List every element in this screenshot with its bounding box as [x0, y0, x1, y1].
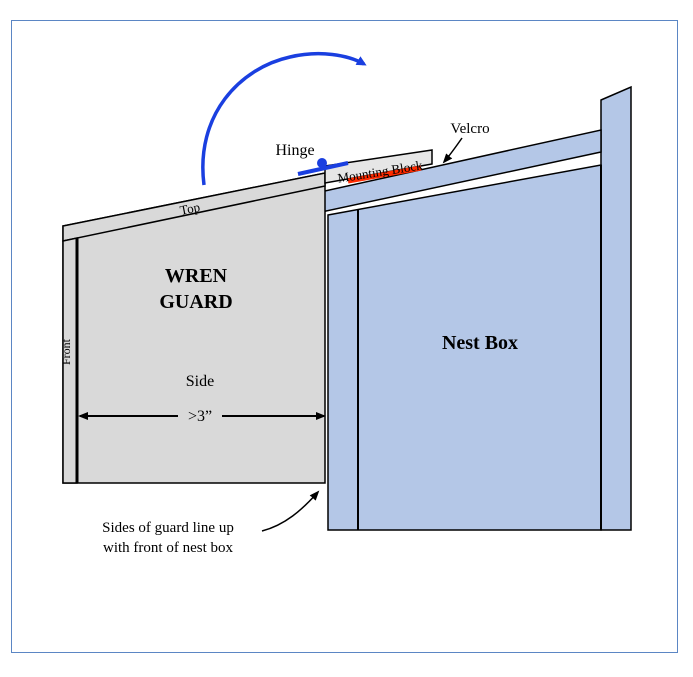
wren-label: WREN	[165, 265, 228, 287]
side-label: Side	[186, 373, 214, 390]
note-line-2: with front of nest box	[103, 540, 233, 556]
width-label: >3”	[188, 408, 212, 425]
guard-label: GUARD	[159, 291, 232, 313]
hinge-icon	[297, 158, 349, 176]
velcro-strip	[347, 165, 422, 184]
note-line-1: Sides of guard line up	[102, 520, 234, 536]
note-pointer-arrow	[261, 490, 320, 532]
hinge-label: Hinge	[275, 142, 314, 159]
velcro-label: Velcro	[450, 121, 489, 137]
nest-box-label: Nest Box	[442, 332, 518, 354]
mounting-block	[324, 149, 433, 184]
wren-guard-top	[62, 172, 326, 242]
nest-box-back-post	[600, 85, 632, 531]
velcro-pointer-arrow	[442, 137, 463, 164]
top-label: Top	[179, 199, 202, 218]
front-label: Front	[59, 338, 73, 365]
curved-arrow-icon	[201, 51, 367, 186]
